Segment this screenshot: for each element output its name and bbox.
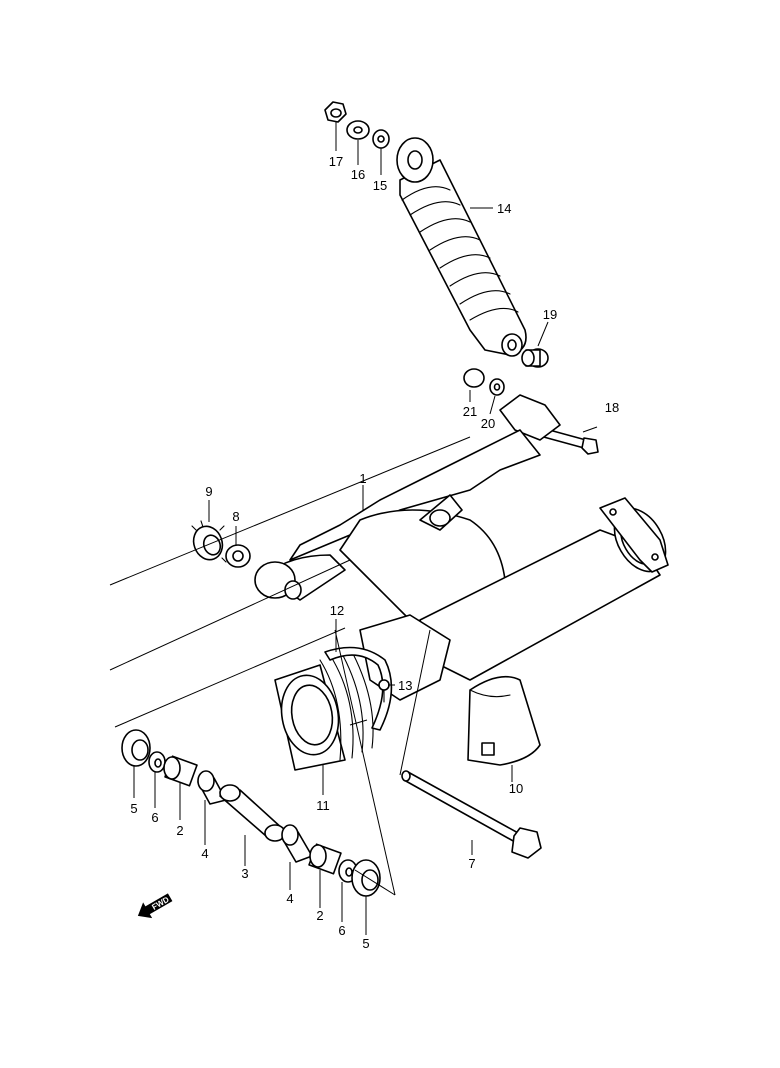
callout-4-right: 4 xyxy=(286,891,293,906)
callout-8: 8 xyxy=(232,509,239,524)
callout-6-left: 6 xyxy=(151,810,158,825)
callout-12: 12 xyxy=(330,603,344,618)
callout-leaders xyxy=(133,122,598,935)
pivot-washer-left xyxy=(148,751,166,773)
shock-lower-nut xyxy=(463,368,485,388)
pivot-nut xyxy=(225,544,251,568)
shock-top-nut xyxy=(324,101,347,123)
needle-bearing-left xyxy=(163,755,198,787)
callout-20: 20 xyxy=(481,416,495,431)
callout-6-right: 6 xyxy=(338,923,345,938)
callout-17: 17 xyxy=(329,154,343,169)
rear-dust-cover xyxy=(467,675,541,766)
pivot-spacer-right xyxy=(281,824,313,863)
pivot-shaft xyxy=(401,770,542,859)
drive-shaft-boot xyxy=(274,647,374,771)
callout-14: 14 xyxy=(497,201,511,216)
callout-labels: 17 16 15 14 19 21 20 18 1 9 8 12 13 11 1… xyxy=(130,154,619,951)
shock-top-washer xyxy=(372,129,390,149)
callout-5-right: 5 xyxy=(362,936,369,951)
callout-10: 10 xyxy=(509,781,523,796)
callout-2-left: 2 xyxy=(176,823,183,838)
pivot-spacer-left xyxy=(197,770,227,805)
pivot-lock-nut xyxy=(191,520,227,563)
callout-3: 3 xyxy=(241,866,248,881)
callout-5-left: 5 xyxy=(130,801,137,816)
assembly-guide-lines xyxy=(109,436,471,896)
rear-shock-absorber xyxy=(396,137,527,357)
pivot-cover-left xyxy=(121,729,151,767)
callout-18: 18 xyxy=(605,400,619,415)
pivot-center-spacer xyxy=(219,784,286,842)
callout-11: 11 xyxy=(316,798,330,813)
boot-clamp xyxy=(324,646,393,731)
callout-19: 19 xyxy=(543,307,557,322)
shock-lower-bolt xyxy=(539,427,599,455)
callout-1: 1 xyxy=(359,471,366,486)
callout-16: 16 xyxy=(351,167,365,182)
swingarm xyxy=(254,394,669,701)
pivot-cover-right xyxy=(351,859,381,897)
shock-lower-washer xyxy=(489,378,505,396)
shock-lower-collar xyxy=(521,348,549,368)
callout-13: 13 xyxy=(398,678,412,693)
callout-15: 15 xyxy=(373,178,387,193)
forward-arrow-icon: FWD xyxy=(137,893,173,919)
callout-9: 9 xyxy=(205,484,212,499)
callout-7: 7 xyxy=(468,856,475,871)
callout-4-left: 4 xyxy=(201,846,208,861)
callout-21: 21 xyxy=(463,404,477,419)
needle-bearing-right xyxy=(308,843,342,875)
callout-2-right: 2 xyxy=(316,908,323,923)
shock-top-bushing xyxy=(346,120,370,140)
clamp-screw xyxy=(378,679,390,703)
